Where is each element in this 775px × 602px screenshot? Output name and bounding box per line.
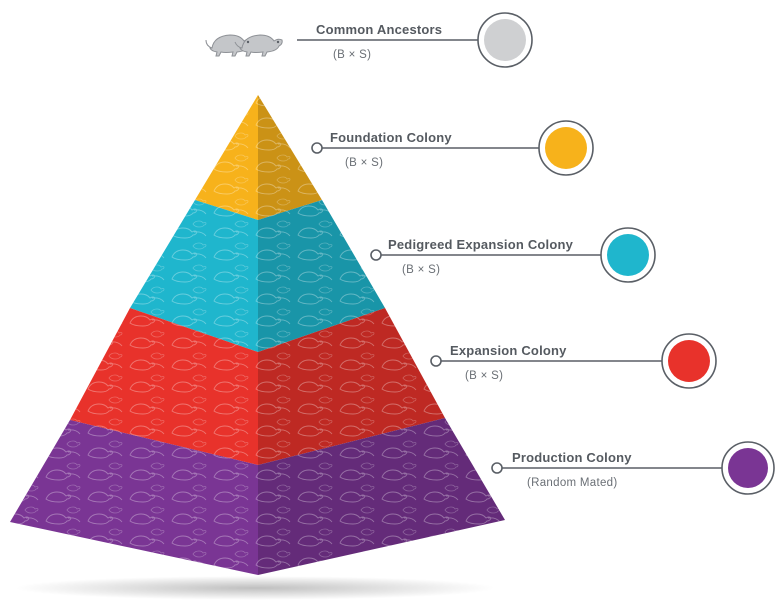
level-pedigreed-expansion-colony: Pedigreed Expansion Colony (B × S): [370, 227, 656, 283]
leader-endpoint: [311, 142, 323, 154]
pyramid-band-foundation: [195, 95, 322, 220]
leader-endpoint: [491, 462, 503, 474]
level-subtitle: (B × S): [465, 370, 503, 382]
level-title: Foundation Colony: [330, 130, 452, 145]
level-subtitle: (B × S): [345, 157, 383, 169]
mouse-pattern-texture: [70, 308, 258, 465]
level-title: Pedigreed Expansion Colony: [388, 237, 574, 252]
leader-endpoint: [370, 249, 382, 261]
pyramid-band-pedigreed-expansion: [130, 200, 385, 352]
color-swatch: [545, 127, 587, 169]
level-title: Common Ancestors: [316, 22, 442, 37]
mouse-pattern-texture: [195, 95, 258, 220]
level-subtitle: (Random Mated): [527, 477, 617, 489]
level-common-ancestors: Common Ancestors (B × S): [297, 12, 533, 68]
mouse-pattern-texture: [258, 308, 445, 465]
mouse-pattern-texture: [258, 95, 322, 220]
level-title: Production Colony: [512, 450, 632, 465]
pyramid-shadow: [15, 576, 495, 600]
pyramid-band-expansion: [70, 308, 445, 465]
mouse-pattern-texture: [10, 420, 258, 575]
level-production-colony: Production Colony (Random Mated): [491, 441, 775, 495]
level-subtitle: (B × S): [402, 264, 440, 276]
color-swatch: [728, 448, 768, 488]
pyramid-band-production: [10, 418, 505, 575]
color-swatch: [607, 234, 649, 276]
color-swatch: [484, 19, 526, 61]
level-title: Expansion Colony: [450, 343, 567, 358]
level-foundation-colony: Foundation Colony (B × S): [311, 120, 594, 176]
mouse-pattern-texture: [258, 200, 385, 352]
mouse-pattern-texture: [130, 200, 258, 352]
mouse-pattern-texture: [258, 418, 505, 575]
leader-endpoint: [430, 355, 442, 367]
level-expansion-colony: Expansion Colony (B × S): [430, 333, 717, 389]
color-swatch: [668, 340, 710, 382]
mice-icon: [205, 34, 283, 57]
level-subtitle: (B × S): [333, 49, 371, 61]
pyramid: [10, 95, 505, 575]
